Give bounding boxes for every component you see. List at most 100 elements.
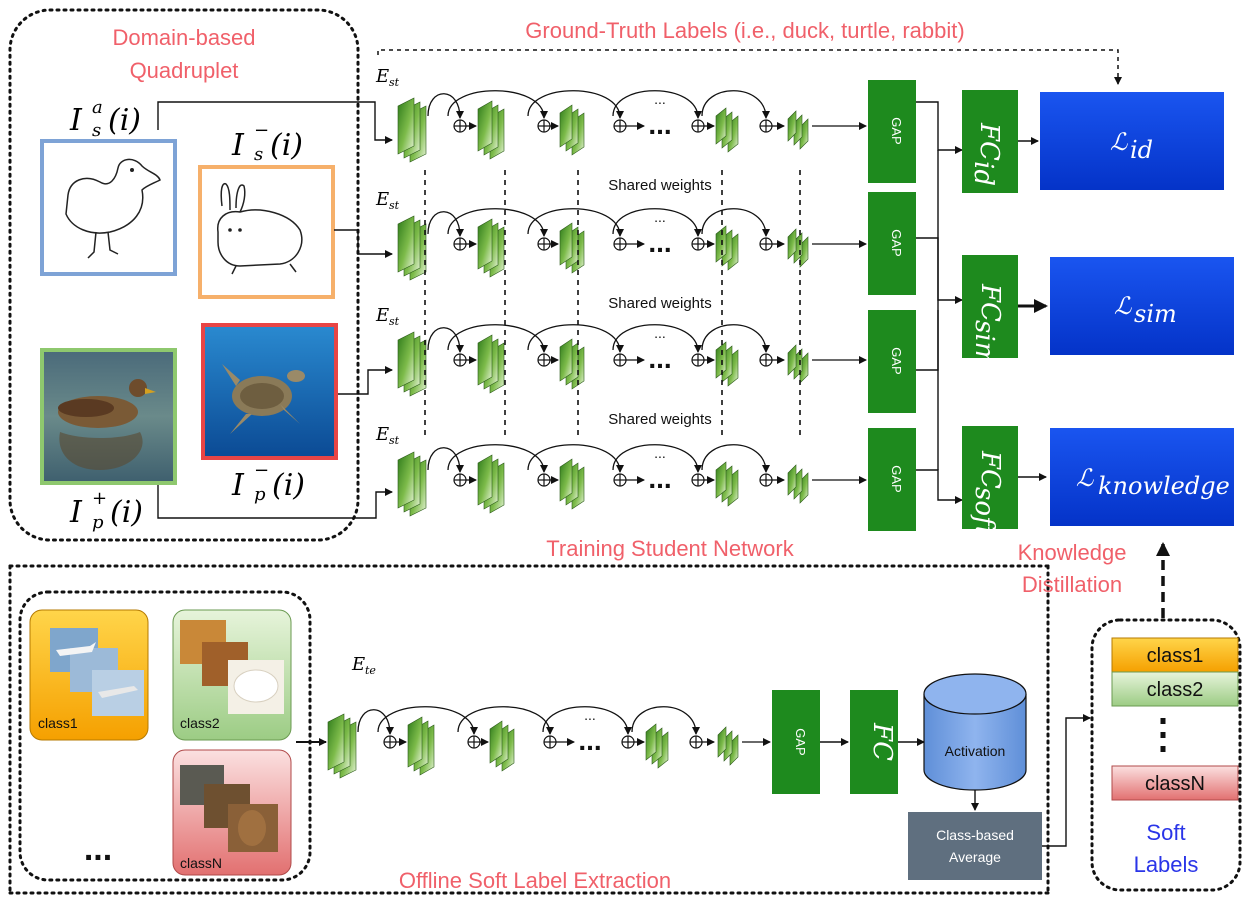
average-to-soft-arrow: [1042, 714, 1091, 847]
svg-text:E: E: [375, 305, 389, 326]
skip-ellipsis: ...: [654, 445, 666, 461]
svg-text:GAP: GAP: [793, 728, 808, 755]
input-connector-3: [338, 366, 393, 395]
layer-ellipsis: ...: [648, 227, 671, 258]
svg-text:classN: classN: [1145, 773, 1205, 795]
svg-text:−: −: [254, 460, 269, 481]
svg-text:soft: soft: [969, 487, 999, 537]
svg-text:I: I: [69, 103, 83, 138]
svg-text:st: st: [389, 199, 400, 212]
sketch-duck-image: [40, 139, 177, 276]
teacher-backbone: ......: [296, 706, 771, 779]
shared-weights-2: Shared weights: [608, 295, 711, 312]
activation-cylinder: Activation: [923, 673, 1027, 791]
layer-ellipsis: ...: [648, 343, 671, 374]
quadruplet-title-line1: Domain-based: [112, 25, 255, 50]
input-connector-1: [157, 101, 393, 144]
skip-ellipsis: ...: [654, 91, 666, 107]
svg-text:s: s: [92, 120, 101, 141]
input-connector-4: [157, 485, 393, 519]
teacher-fc-block: FC: [850, 690, 898, 794]
layer-ellipsis: ...: [648, 463, 671, 494]
svg-text:p: p: [92, 512, 104, 533]
svg-text:st: st: [389, 76, 400, 89]
loss-sim-box: ℒ sim: [1050, 257, 1234, 355]
svg-text:+: +: [92, 488, 107, 509]
student-backbone-row-4: ......: [397, 444, 867, 517]
svg-text:sim: sim: [969, 320, 999, 366]
gap-fc-connectors: [916, 101, 963, 504]
dataset-region: [18, 590, 312, 882]
sketch-rabbit-image: [198, 165, 335, 299]
shared-weights-1: Shared weights: [608, 177, 711, 194]
input-connector-2: [334, 229, 393, 258]
layer-ellipsis: ...: [648, 109, 671, 140]
training-title: Training Student Network: [546, 536, 794, 561]
soft-label-classN: classN: [1111, 765, 1239, 801]
student-backbone-row-3: ......: [397, 324, 867, 397]
fc-soft-block: FC soft: [962, 426, 1018, 537]
photo-duck-image: [40, 348, 177, 485]
label-I-p-pos: I + p (i): [69, 488, 143, 533]
svg-text:GAP: GAP: [889, 229, 904, 256]
soft-labels-title-line1: Soft: [1146, 820, 1185, 845]
svg-text:GAP: GAP: [889, 117, 904, 144]
fc-sim-block: FC sim: [962, 255, 1018, 366]
svg-text:I: I: [231, 128, 245, 163]
svg-text:(i): (i): [270, 128, 303, 163]
gap-block-4: GAP: [868, 428, 916, 531]
class-average-box: Class-based Average: [908, 812, 1042, 880]
svg-text:st: st: [389, 434, 400, 447]
more-classes-ellipsis: ...: [84, 830, 112, 868]
ground-truth-arrow: [377, 49, 1122, 85]
svg-text:I: I: [231, 468, 245, 503]
soft-label-class1: class1: [1111, 637, 1239, 673]
shared-weights-3: Shared weights: [608, 411, 711, 428]
svg-text:GAP: GAP: [889, 465, 904, 492]
svg-text:a: a: [92, 97, 103, 118]
svg-text:id: id: [968, 161, 998, 186]
ground-truth-title: Ground-Truth Labels (i.e., duck, turtle,…: [525, 18, 964, 43]
student-backbones: ........................: [397, 90, 867, 517]
svg-text:E: E: [375, 189, 389, 210]
loss-knowledge-box: ℒ knowledge: [1050, 428, 1234, 526]
label-I-s-neg: I − s (i): [231, 120, 303, 165]
svg-text:class2: class2: [1147, 679, 1204, 701]
shared-weight-dashes: [424, 170, 801, 440]
svg-text:FC: FC: [867, 722, 897, 761]
class2-card-label: class2: [180, 715, 220, 731]
gap-block-2: GAP: [868, 192, 916, 295]
svg-text:st: st: [389, 315, 400, 328]
quadruplet-title-line2: Quadruplet: [130, 58, 239, 83]
svg-text:E: E: [375, 424, 389, 445]
svg-text:sim: sim: [1134, 300, 1177, 328]
svg-text:te: te: [365, 664, 376, 677]
label-I-s-a: I a s (i): [69, 97, 141, 141]
student-backbone-row-2: ......: [397, 208, 867, 281]
svg-text:E: E: [375, 66, 389, 87]
photo-turtle-image: [201, 323, 338, 460]
soft-labels-region: [1090, 618, 1242, 892]
svg-text:ℒ: ℒ: [1110, 128, 1128, 156]
offline-title: Offline Soft Label Extraction: [399, 868, 671, 893]
loss-id-box: ℒ id: [1040, 92, 1224, 190]
kd-title-line2: Distillation: [1022, 572, 1122, 597]
teacher-gap-block: GAP: [772, 690, 820, 794]
skip-ellipsis: ...: [654, 325, 666, 341]
label-I-p-neg: I − p (i): [231, 460, 305, 505]
classN-card: classN: [172, 749, 292, 876]
svg-text:p: p: [254, 484, 266, 505]
skip-ellipsis: ...: [654, 209, 666, 225]
svg-text:(i): (i): [108, 103, 141, 138]
svg-text:FC: FC: [975, 283, 1005, 322]
gap-block-1: GAP: [868, 80, 916, 183]
layer-ellipsis: ...: [578, 725, 601, 756]
class1-card: class1: [29, 609, 149, 741]
student-backbone-row-1: ......: [397, 90, 867, 163]
fc-id-block: FC id: [962, 90, 1018, 193]
